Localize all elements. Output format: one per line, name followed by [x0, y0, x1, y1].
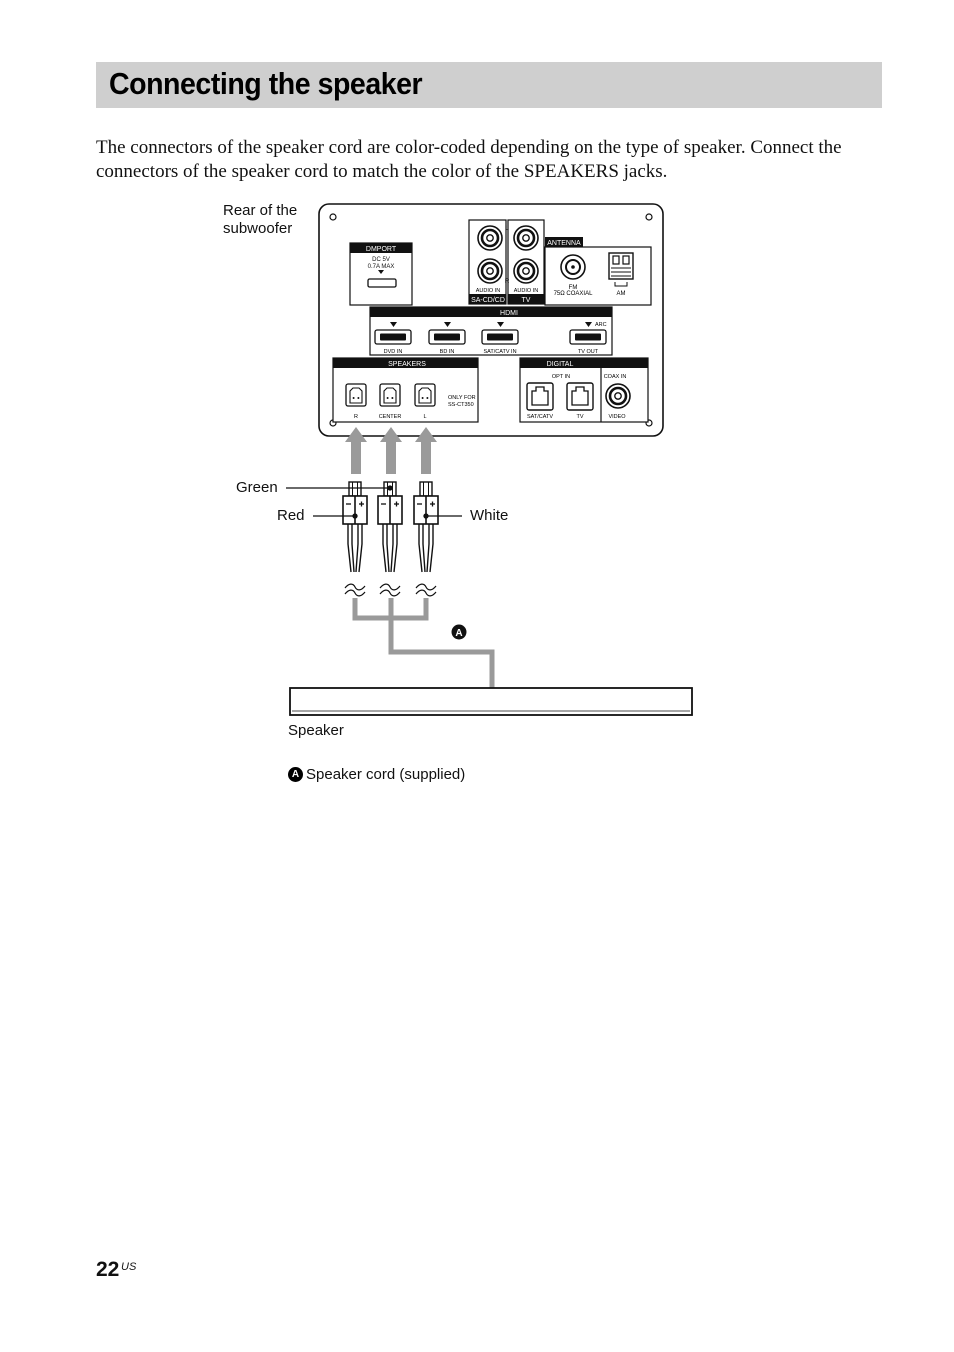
hdmi-port-label: SAT/CATV IN [483, 349, 516, 355]
speaker-center-jack [379, 383, 401, 407]
intro-paragraph: The connectors of the speaker cord are c… [96, 137, 842, 182]
tv-audio-label: TV [522, 297, 531, 304]
fm-label: FM [569, 285, 578, 291]
antenna-label: ANTENNA [547, 240, 581, 247]
digital-port-label: SAT/CATV [527, 414, 553, 420]
audio-in-sacd-r-jack [476, 257, 504, 285]
speaker-jack-label: R [354, 414, 358, 420]
optical-sat-catv-jack [526, 382, 554, 411]
audio-in-tv-l-jack [512, 224, 540, 252]
dmport-socket [367, 278, 397, 288]
cord-marker-a-text: A [455, 628, 462, 639]
legend: A Speaker cord (supplied) [288, 766, 465, 783]
red-connector-plug [342, 481, 368, 597]
audio-in-tv-label: AUDIO IN [514, 288, 538, 294]
hdmi-tv-out-port [569, 329, 607, 345]
hdmi-label: HDMI [500, 310, 518, 317]
speaker-cord [352, 598, 495, 688]
hdmi-sat-catv-in-port [481, 329, 519, 345]
audio-r-label: R [505, 279, 510, 285]
hdmi-port-label: BD IN [440, 349, 455, 355]
section-title-bar: Connecting the speaker [96, 62, 882, 108]
audio-in-tv-r-jack [512, 257, 540, 285]
speaker-l-jack [414, 383, 436, 407]
audio-in-sacd-label: AUDIO IN [476, 288, 500, 294]
legend-text: Speaker cord (supplied) [306, 766, 466, 783]
only-for-model-label: SS-CT350 [448, 402, 474, 408]
sacd-label: SA-CD/CD [471, 297, 505, 304]
digital-port-label: VIDEO [608, 414, 626, 420]
digital-label: DIGITAL [547, 361, 574, 368]
coax-video-jack [604, 382, 632, 410]
fm-coaxial-label: 75Ω COAXIAL [554, 291, 593, 297]
coax-in-label: COAX IN [604, 374, 627, 380]
audio-in-sacd-l-jack [476, 224, 504, 252]
speaker-bar [289, 687, 693, 716]
speaker-jack-label: L [423, 414, 426, 420]
green-label: Green [236, 479, 278, 496]
dmport-label: DMPORT [366, 246, 397, 253]
green-connector-plug [377, 481, 403, 597]
arc-label: ARC [595, 322, 607, 328]
dmport-dc-text: DC 5V [372, 257, 390, 263]
white-connector-plug [413, 481, 439, 597]
digital-port-label: TV [576, 414, 583, 420]
page-title: Connecting the speaker [109, 66, 423, 101]
am-label: AM [617, 291, 626, 297]
hdmi-port-label: TV OUT [578, 349, 599, 355]
hdmi-bd-in-port [428, 329, 466, 345]
dmport-current-text: 0.7A MAX [368, 264, 395, 270]
page-region-suffix: US [121, 1261, 137, 1273]
cord-marker-a [451, 624, 467, 640]
speaker-label: Speaker [288, 722, 344, 739]
only-for-label: ONLY FOR [448, 395, 476, 401]
audio-l-label: L [505, 226, 509, 232]
hdmi-port-label: DVD IN [384, 349, 403, 355]
speakers-label: SPEAKERS [388, 361, 426, 368]
subwoofer-rear-panel: DMPORT DC 5V 0.7A MAX L R AUDIO IN AUDIO… [318, 203, 664, 437]
legend-marker-a: A [288, 767, 303, 782]
speaker-r-jack [345, 383, 367, 407]
hdmi-dvd-in-port [374, 329, 412, 345]
page-number: 22 [96, 1258, 120, 1281]
white-label: White [470, 507, 509, 524]
opt-in-label: OPT IN [552, 374, 570, 380]
speaker-jack-label: CENTER [379, 414, 402, 420]
rear-of-subwoofer-label: Rear of the subwoofer [223, 202, 298, 237]
red-label: Red [277, 507, 305, 524]
connection-arrows [345, 427, 437, 474]
optical-tv-jack [566, 382, 594, 411]
